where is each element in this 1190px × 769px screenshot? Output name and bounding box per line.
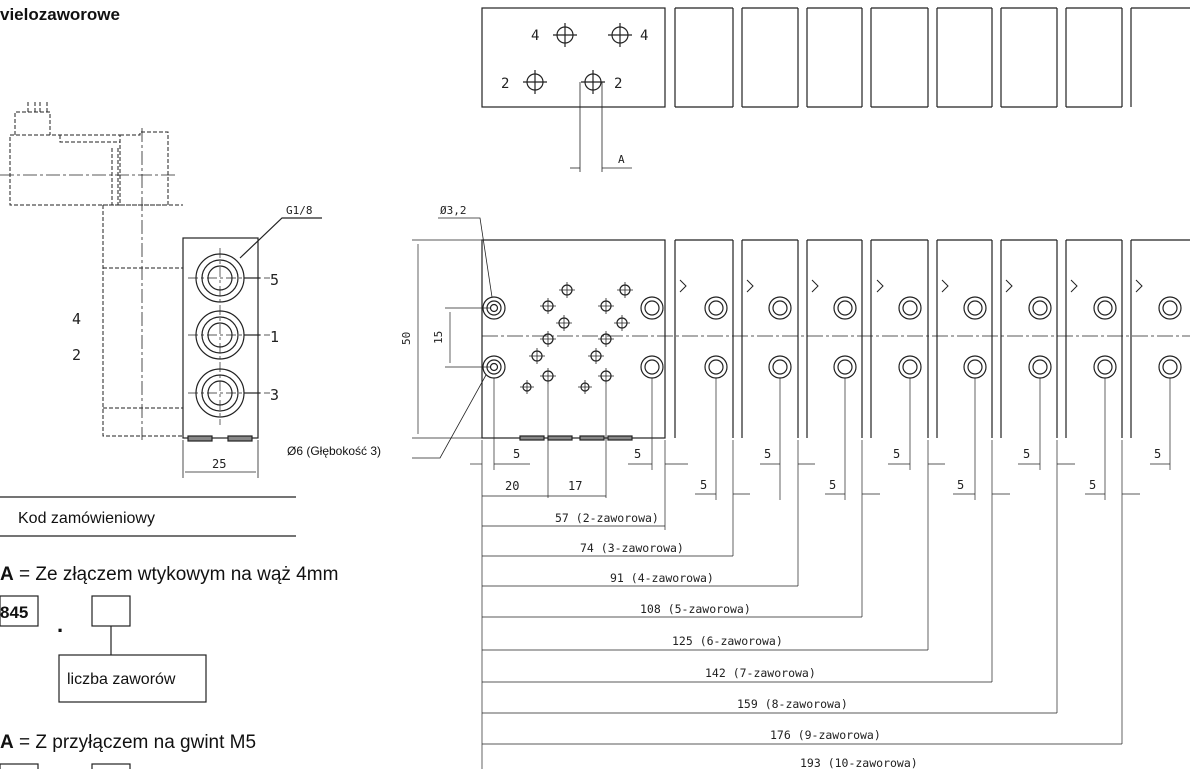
option-a2: A = Z przyłączem na gwint M5 xyxy=(0,732,256,753)
front-offset-dim: 5 xyxy=(513,447,520,461)
front-offset-dim: 5 xyxy=(700,478,707,492)
side-width-dim: 25 xyxy=(212,457,226,471)
top-view xyxy=(481,7,1190,172)
order-code-heading: Kod zamówieniowy xyxy=(18,510,155,527)
front-spacing-dim: 15 xyxy=(432,331,445,344)
option-a2-text: = Z przyłączem na gwint M5 xyxy=(14,732,256,753)
front-dim-20: 20 xyxy=(505,479,519,493)
front-offset-dim: 5 xyxy=(764,447,771,461)
front-counterbore-label: Ø6 (Głębokość 3) xyxy=(287,444,381,458)
overall-length-2: 57 (2-zaworowa) xyxy=(555,511,659,525)
overall-length-6: 125 (6-zaworowa) xyxy=(672,634,783,648)
front-offset-dim: 5 xyxy=(893,447,900,461)
valve-count-label: liczba zaworów xyxy=(67,671,176,688)
overall-length-10: 193 (10-zaworowa) xyxy=(800,756,918,769)
overall-length-8: 159 (8-zaworowa) xyxy=(737,697,848,711)
overall-length-7: 142 (7-zaworowa) xyxy=(705,666,816,680)
top-port-label-2-left: 2 xyxy=(501,76,509,92)
top-port-label-4-left: 4 xyxy=(531,28,539,44)
side-port-label-5: 5 xyxy=(270,271,279,289)
front-hole-label: Ø3,2 xyxy=(440,204,467,217)
side-port-label-1: 1 xyxy=(270,328,279,346)
top-view-ports xyxy=(523,23,632,94)
front-height-dim: 50 xyxy=(400,332,413,345)
option-a1-letter: A xyxy=(0,564,14,585)
front-offset-dim: 5 xyxy=(1089,478,1096,492)
order-code-separator: . xyxy=(57,612,63,637)
overall-length-5: 108 (5-zaworowa) xyxy=(640,602,751,616)
option-a2-letter: A xyxy=(0,732,14,753)
side-left-label-4: 4 xyxy=(72,310,81,328)
overall-length-9: 176 (9-zaworowa) xyxy=(770,728,881,742)
front-view xyxy=(412,217,1190,769)
order-code-prefix: 845 xyxy=(0,603,28,622)
option-a1-text: = Ze złączem wtykowym na wąż 4mm xyxy=(14,564,339,585)
front-offset-dim: 5 xyxy=(634,447,641,461)
front-offset-dim: 5 xyxy=(1154,447,1161,461)
side-port-label-3: 3 xyxy=(270,386,279,404)
side-left-label-2: 2 xyxy=(72,346,81,364)
front-offset-dim: 5 xyxy=(957,478,964,492)
front-offset-dim: 5 xyxy=(1023,447,1030,461)
page-title: vielozaworowe xyxy=(0,5,120,24)
side-port-thread-label: G1/8 xyxy=(286,204,313,217)
front-dim-17: 17 xyxy=(568,479,582,493)
option-a1: A = Ze złączem wtykowym na wąż 4mm xyxy=(0,564,338,585)
overall-length-4: 91 (4-zaworowa) xyxy=(610,571,714,585)
port-circles xyxy=(195,253,245,418)
module-holes xyxy=(679,279,1182,379)
front-view-holes xyxy=(482,282,664,394)
overall-length-3: 74 (3-zaworowa) xyxy=(580,541,684,555)
order-code-lines xyxy=(0,496,296,769)
top-dim-a: A xyxy=(618,153,625,166)
top-port-label-2-right: 2 xyxy=(614,76,622,92)
front-offset-dim: 5 xyxy=(829,478,836,492)
side-view xyxy=(0,100,322,478)
top-port-label-4-right: 4 xyxy=(640,28,648,44)
